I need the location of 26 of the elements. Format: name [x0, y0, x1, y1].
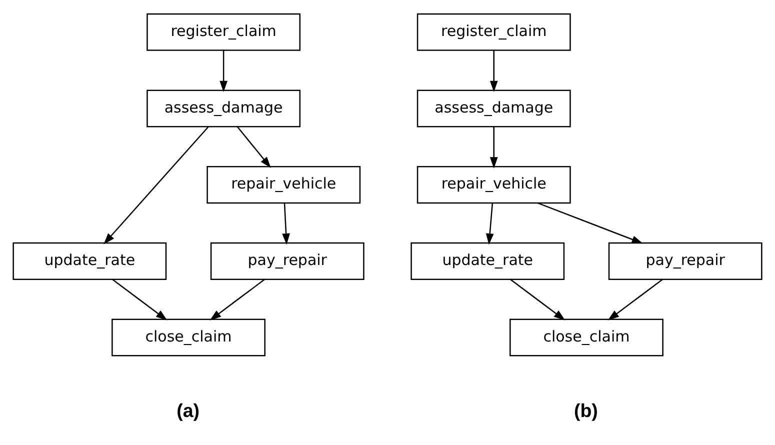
- node-box: close_claim: [112, 318, 266, 356]
- node-box: pay_repair: [210, 242, 364, 280]
- arrow: [220, 50, 228, 92]
- node-box: register_claim: [416, 12, 571, 50]
- label: (b): [574, 399, 598, 420]
- node-box: update_rate: [12, 242, 167, 280]
- node-box: assess_damage: [416, 89, 571, 127]
- node-box: close_claim: [510, 318, 664, 356]
- arrow: [104, 126, 209, 244]
- arrow: [486, 202, 494, 244]
- arrow: [282, 202, 290, 244]
- label: (a): [176, 399, 200, 420]
- node-box: pay_repair: [608, 242, 762, 280]
- arrow: [112, 278, 168, 320]
- arrow: [490, 126, 498, 168]
- node-box: repair_vehicle: [416, 166, 571, 204]
- arrow: [510, 278, 566, 320]
- arrow: [237, 126, 271, 168]
- arrow: [490, 50, 498, 92]
- node-box: repair_vehicle: [206, 166, 361, 204]
- arrow: [608, 278, 663, 320]
- node-box: assess_damage: [146, 89, 301, 127]
- node-box: update_rate: [410, 242, 565, 280]
- node-box: register_claim: [146, 12, 301, 50]
- arrow: [538, 202, 644, 244]
- arrow: [210, 278, 265, 320]
